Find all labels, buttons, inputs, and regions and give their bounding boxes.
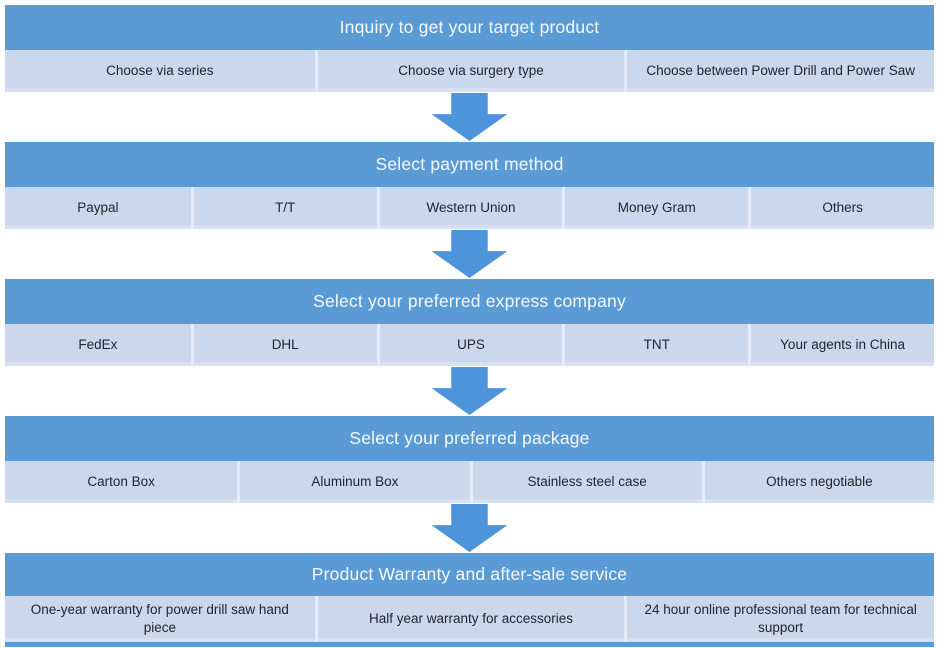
option-choose-via-surgery-type: Choose via surgery type [314,50,625,92]
stage-payment-options: Paypal T/T Western Union Money Gram Othe… [5,187,934,229]
stage-express-options: FedEx DHL UPS TNT Your agents in China [5,324,934,366]
option-fedex: FedEx [5,324,191,366]
option-stainless-steel-case: Stainless steel case [469,461,702,503]
option-24h-support: 24 hour online professional team for tec… [624,596,934,642]
stage-package: Select your preferred package Carton Box… [5,416,934,503]
stage-inquiry-options: Choose via series Choose via surgery typ… [5,50,934,92]
stage-package-title: Select your preferred package [5,416,934,461]
option-agents-in-china: Your agents in China [748,324,934,366]
option-carton-box: Carton Box [5,461,238,503]
option-tnt: TNT [562,324,749,366]
stage-warranty-title: Product Warranty and after-sale service [5,553,934,596]
bottom-border-strip [5,642,934,647]
option-dhl: DHL [190,324,377,366]
stage-warranty-options: One-year warranty for power drill saw ha… [5,596,934,642]
down-arrow-icon [431,504,508,552]
stage-payment-title: Select payment method [5,142,934,187]
option-money-gram: Money Gram [562,187,749,229]
stage-warranty: Product Warranty and after-sale service … [5,553,934,642]
stage-inquiry: Inquiry to get your target product Choos… [5,5,934,92]
arrow-zone-3 [5,366,934,416]
option-choose-drill-or-saw: Choose between Power Drill and Power Saw [624,50,934,92]
option-half-year-warranty: Half year warranty for accessories [314,596,625,642]
option-western-union: Western Union [376,187,563,229]
down-arrow-icon [431,367,508,415]
option-tt: T/T [190,187,377,229]
stage-inquiry-title: Inquiry to get your target product [5,5,934,50]
option-ups: UPS [376,324,563,366]
stage-payment: Select payment method Paypal T/T Western… [5,142,934,229]
arrow-zone-2 [5,229,934,279]
option-paypal: Paypal [5,187,191,229]
option-others-negotiable: Others negotiable [701,461,934,503]
stage-package-options: Carton Box Aluminum Box Stainless steel … [5,461,934,503]
option-aluminum-box: Aluminum Box [237,461,470,503]
option-others-payment: Others [748,187,934,229]
stage-express-title: Select your preferred express company [5,279,934,324]
option-one-year-warranty: One-year warranty for power drill saw ha… [5,596,315,642]
arrow-zone-4 [5,503,934,553]
down-arrow-icon [431,93,508,141]
arrow-zone-1 [5,92,934,142]
down-arrow-icon [431,230,508,278]
stage-express: Select your preferred express company Fe… [5,279,934,366]
option-choose-via-series: Choose via series [5,50,315,92]
